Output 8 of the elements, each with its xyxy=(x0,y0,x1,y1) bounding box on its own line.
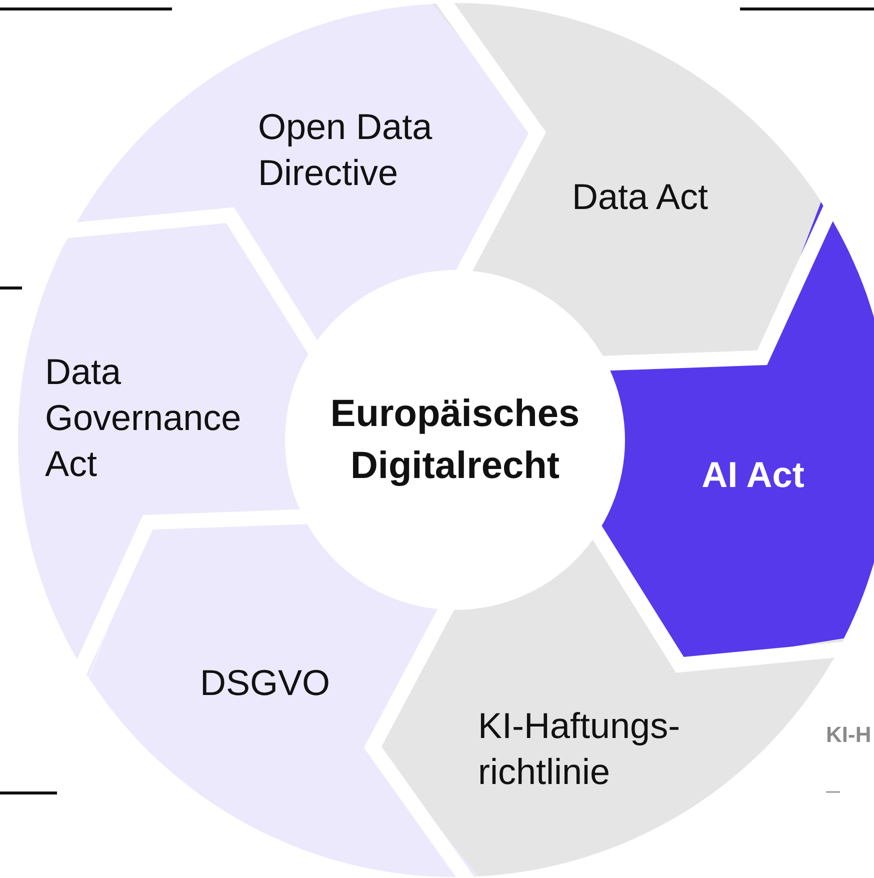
segment-label: Data Governance Act xyxy=(45,350,242,486)
segment-label: KI-Haftungs- richtlinie xyxy=(478,704,682,794)
segment-label: DSGVO xyxy=(200,660,332,705)
segment-label: AI Act xyxy=(700,452,806,497)
segment-label: Open Data Directive xyxy=(258,104,434,195)
center-title: Europäisches Digitalrecht xyxy=(329,392,581,489)
segment-label: Data Act xyxy=(572,175,710,219)
cut-off-heading: KI-H xyxy=(826,722,872,748)
